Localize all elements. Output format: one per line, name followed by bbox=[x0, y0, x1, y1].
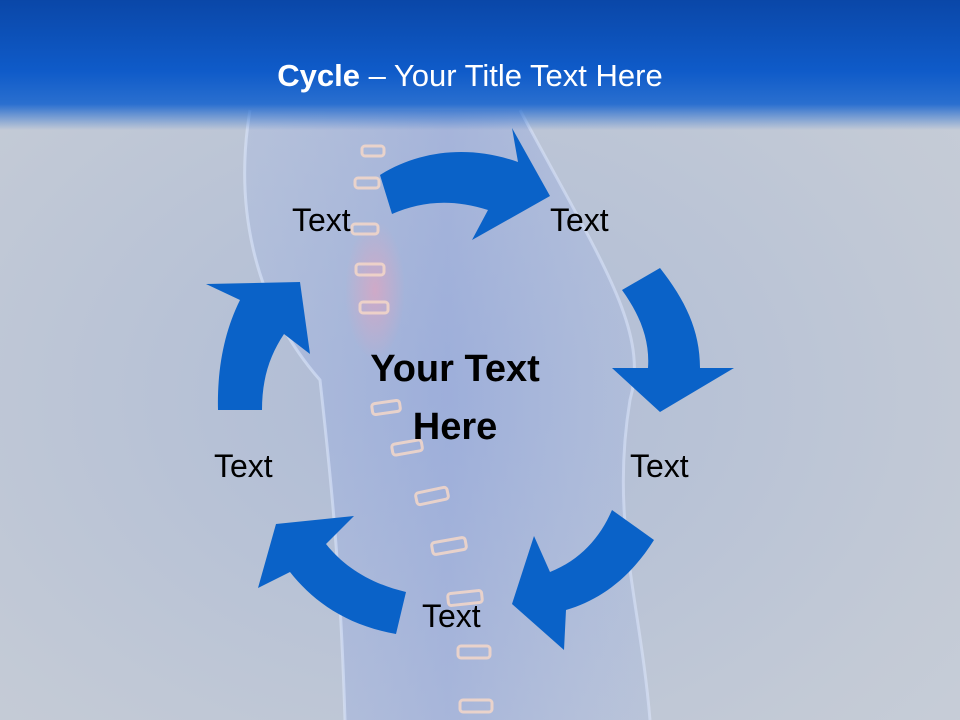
page-title: Cycle – Your Title Text Here bbox=[0, 52, 940, 100]
center-text: Your Text Here bbox=[330, 340, 580, 456]
node-label-top-left: Text bbox=[292, 202, 351, 238]
cycle-arrow-2 bbox=[612, 268, 734, 412]
center-text-line-1: Your Text bbox=[370, 348, 540, 390]
node-label-top-right: Text bbox=[550, 202, 609, 238]
center-text-line-2: Here bbox=[412, 406, 498, 448]
node-label-bottom: Text bbox=[422, 598, 481, 634]
title-bar bbox=[0, 0, 960, 130]
cycle-arrow-5 bbox=[206, 282, 310, 410]
title-bold: Cycle bbox=[277, 58, 360, 93]
cycle-arrow-3 bbox=[512, 510, 654, 650]
node-label-left: Text bbox=[214, 448, 273, 484]
node-label-right: Text bbox=[630, 448, 689, 484]
cycle-arrow-1 bbox=[380, 128, 550, 240]
title-rest: – Your Title Text Here bbox=[360, 58, 663, 93]
cycle-arrow-4 bbox=[258, 516, 406, 634]
